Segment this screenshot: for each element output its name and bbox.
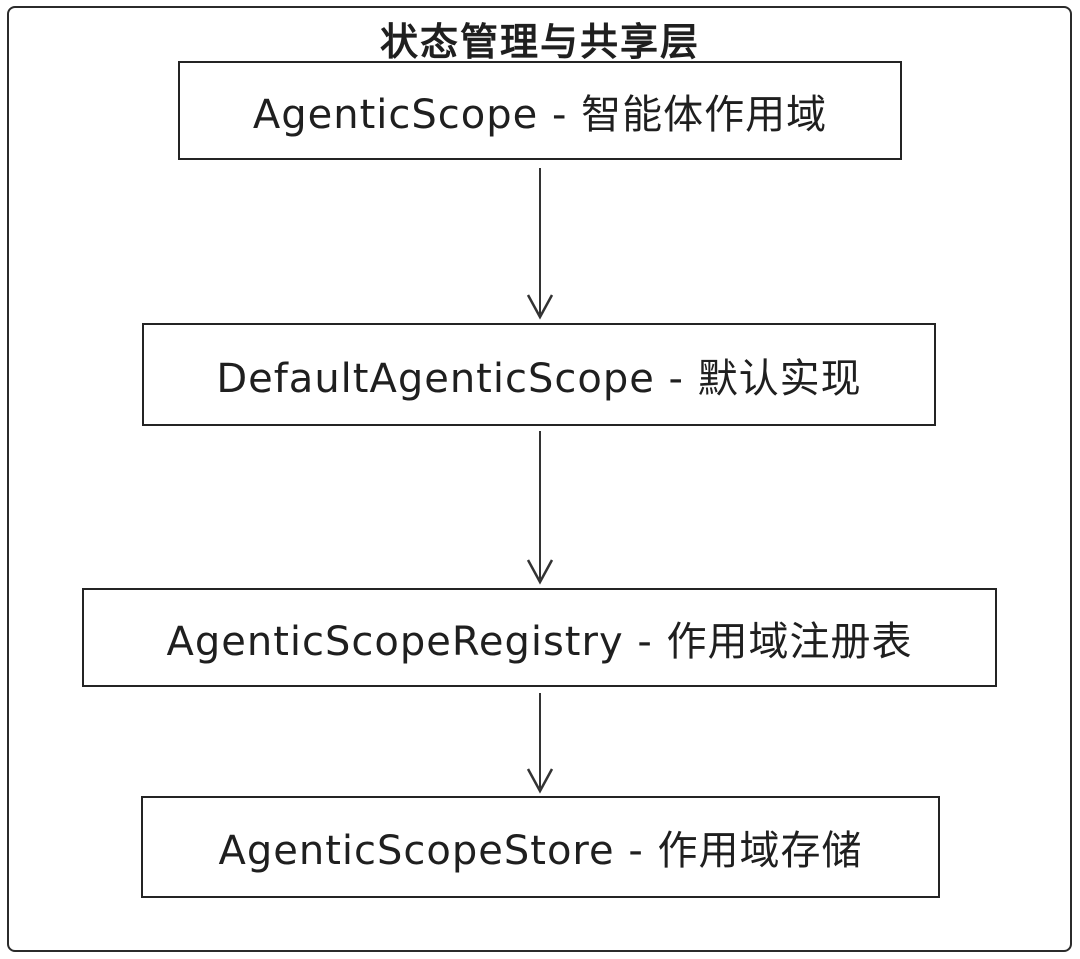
arrow-down-connector-2 [526, 431, 554, 585]
node-agenticscope-label: AgenticScope - 智能体作用域 [252, 91, 828, 138]
node-agenticscopestore-label: AgenticScopeStore - 作用域存储 [218, 828, 863, 874]
node-defaultagenticscope-label: DefaultAgenticScope - 默认实现 [216, 355, 862, 402]
arrow-down-connector-3 [526, 693, 554, 794]
node-agenticscoperegistry: AgenticScopeRegistry - 作用域注册表 [82, 588, 997, 687]
node-agenticscopestore: AgenticScopeStore - 作用域存储 [141, 796, 940, 898]
diagram-title: 状态管理与共享层 [379, 20, 700, 64]
node-agenticscoperegistry-label: AgenticScopeRegistry - 作用域注册表 [166, 618, 913, 665]
node-defaultagenticscope: DefaultAgenticScope - 默认实现 [142, 323, 936, 426]
arrow-down-connector-1 [526, 168, 554, 320]
node-agenticscope: AgenticScope - 智能体作用域 [178, 61, 902, 160]
